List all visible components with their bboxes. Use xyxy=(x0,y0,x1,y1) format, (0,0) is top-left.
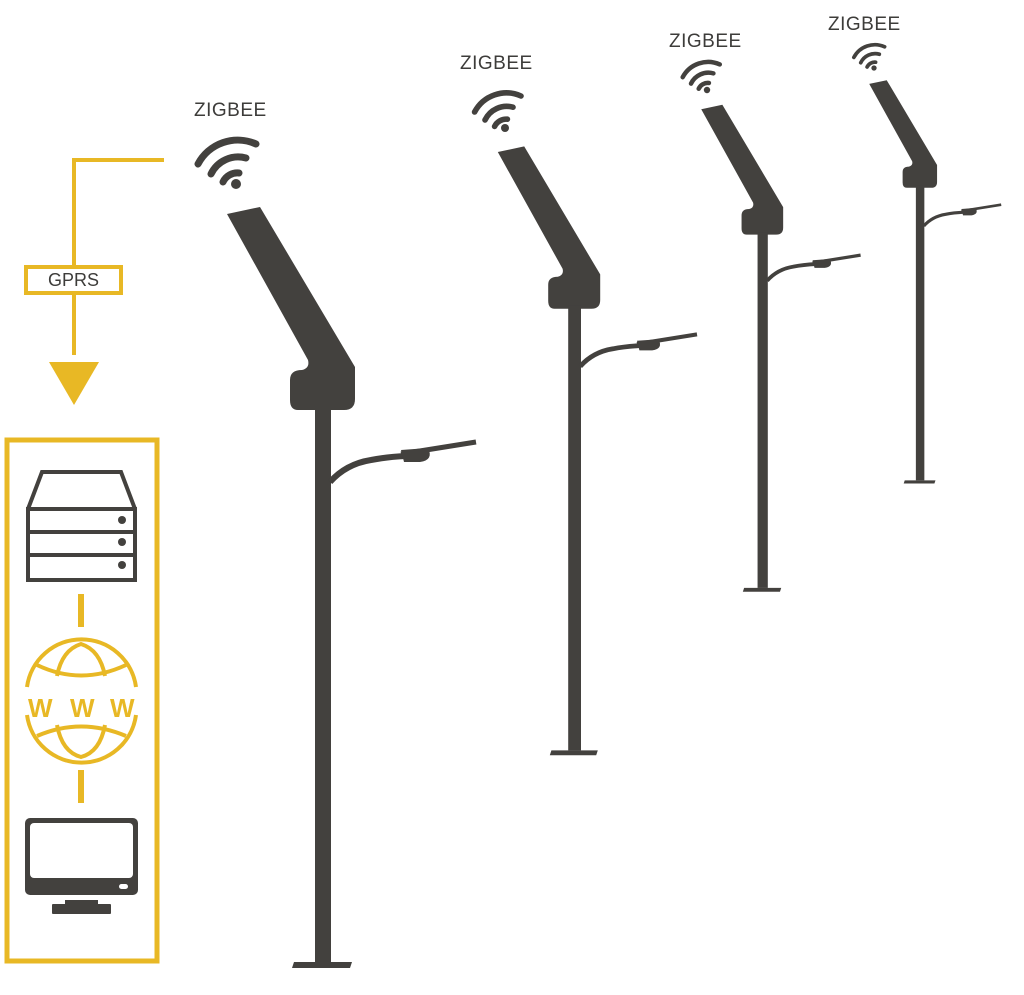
www-letter: W xyxy=(110,693,135,723)
www-letter: W xyxy=(28,693,53,723)
monitor-icon xyxy=(25,818,138,914)
gprs-label: GPRS xyxy=(47,269,99,290)
gprs-label-box: GPRS xyxy=(24,265,123,295)
street-pole-2 xyxy=(475,93,697,755)
backend-box xyxy=(4,437,160,964)
connector-line xyxy=(78,594,84,627)
www-letter: W xyxy=(70,693,95,723)
connector-line xyxy=(78,770,84,803)
zigbee-label-1: ZIGBEE xyxy=(194,100,267,121)
street-pole-1 xyxy=(198,140,476,968)
globe-www-icon xyxy=(25,637,138,765)
zigbee-label-3: ZIGBEE xyxy=(669,31,742,52)
arrow-down-icon xyxy=(49,362,99,405)
street-pole-4 xyxy=(852,42,1004,486)
server-icon xyxy=(26,470,137,582)
zigbee-label-4: ZIGBEE xyxy=(828,14,901,35)
street-pole-3 xyxy=(683,62,861,592)
zigbee-label-2: ZIGBEE xyxy=(460,53,533,74)
